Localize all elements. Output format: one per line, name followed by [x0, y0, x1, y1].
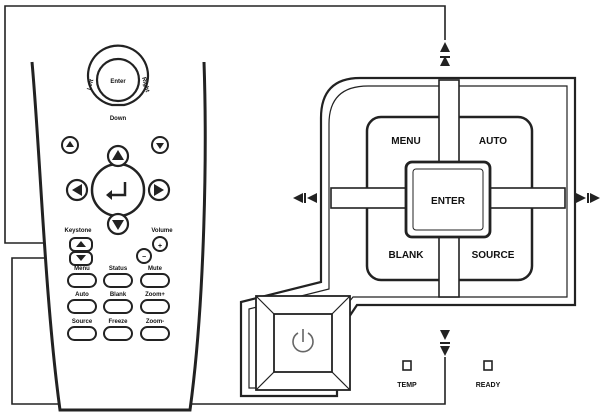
arrow-right-icon: [154, 184, 164, 196]
arrow-up-icon: [440, 42, 450, 66]
volume-minus-label: −: [142, 254, 146, 261]
remote-key-label-auto: Auto: [75, 292, 89, 298]
panel-auto-label: AUTO: [479, 136, 507, 147]
panel-power-button[interactable]: [255, 295, 351, 391]
remote-key-menu-button[interactable]: [67, 273, 97, 288]
remote-key-label-freeze: Freeze: [108, 319, 128, 325]
keystone-label: Keystone: [64, 228, 92, 234]
remote-keystone-buttons[interactable]: [69, 237, 93, 266]
panel-enter-button[interactable]: [404, 160, 492, 239]
arrow-left-icon: [293, 193, 317, 203]
panel-enter-label: ENTER: [431, 196, 466, 207]
page-up-icon: [66, 141, 74, 147]
arrow-up-icon: [112, 150, 124, 160]
remote-key-label-zoom-in: Zoom+: [145, 292, 165, 298]
remote-volume-minus-button[interactable]: [136, 248, 152, 264]
remote-key-label-source: Source: [72, 319, 93, 325]
control-panel: MENU AUTO ENTER BLANK SOURCE: [239, 76, 577, 398]
remote-down-label: Down: [110, 116, 127, 122]
volume-plus-label: +: [158, 243, 162, 250]
panel-source-label: SOURCE: [472, 250, 515, 261]
remote-volume-plus-button[interactable]: [152, 236, 168, 252]
remote-key-label-status: Status: [109, 266, 128, 272]
remote-key-mute-button[interactable]: [140, 273, 170, 288]
remote-left-label: Left: [87, 79, 96, 91]
keystone-up-icon: [76, 241, 86, 247]
remote-top-cluster: Enter Left Right Down: [87, 44, 150, 122]
arrow-right-icon: [576, 193, 600, 203]
remote-key-label-zoom-out: Zoom-: [146, 319, 164, 325]
remote-dpad-enter-button[interactable]: [90, 162, 146, 218]
remote-key-source-button[interactable]: [67, 326, 97, 341]
remote-right-label: Right: [140, 77, 150, 93]
remote-key-zoom-out-button[interactable]: [140, 326, 170, 341]
remote-enter-label: Enter: [110, 79, 126, 85]
page-down-icon: [156, 143, 164, 149]
arrow-indicators: [293, 42, 600, 356]
remote-key-blank-button[interactable]: [103, 299, 133, 314]
remote-key-zoom-in-button[interactable]: [140, 299, 170, 314]
remote-key-auto-button[interactable]: [67, 299, 97, 314]
panel-blank-label: BLANK: [389, 250, 425, 261]
ready-led-label: READY: [476, 382, 501, 389]
arrow-down-icon: [112, 220, 124, 230]
remote-key-label-menu: Menu: [74, 266, 90, 272]
enter-return-icon: [110, 182, 127, 197]
arrow-down-icon: [440, 330, 450, 356]
temp-led-icon: [402, 360, 412, 371]
panel-menu-label: MENU: [391, 136, 420, 147]
remote-key-label-mute: Mute: [148, 266, 163, 272]
power-icon: [292, 329, 314, 353]
ready-led-icon: [483, 360, 493, 371]
remote-control: Enter Left Right Down Keystone: [30, 44, 207, 412]
remote-enter-button[interactable]: [95, 57, 141, 103]
arrow-left-icon: [72, 184, 82, 196]
connector-lines: [4, 5, 446, 405]
volume-label: Volume: [151, 228, 173, 234]
remote-key-label-blank: Blank: [110, 292, 127, 298]
remote-key-freeze-button[interactable]: [103, 326, 133, 341]
temp-led-label: TEMP: [397, 382, 417, 389]
keystone-down-icon: [76, 255, 86, 261]
remote-dpad: [65, 144, 171, 236]
remote-key-status-button[interactable]: [103, 273, 133, 288]
